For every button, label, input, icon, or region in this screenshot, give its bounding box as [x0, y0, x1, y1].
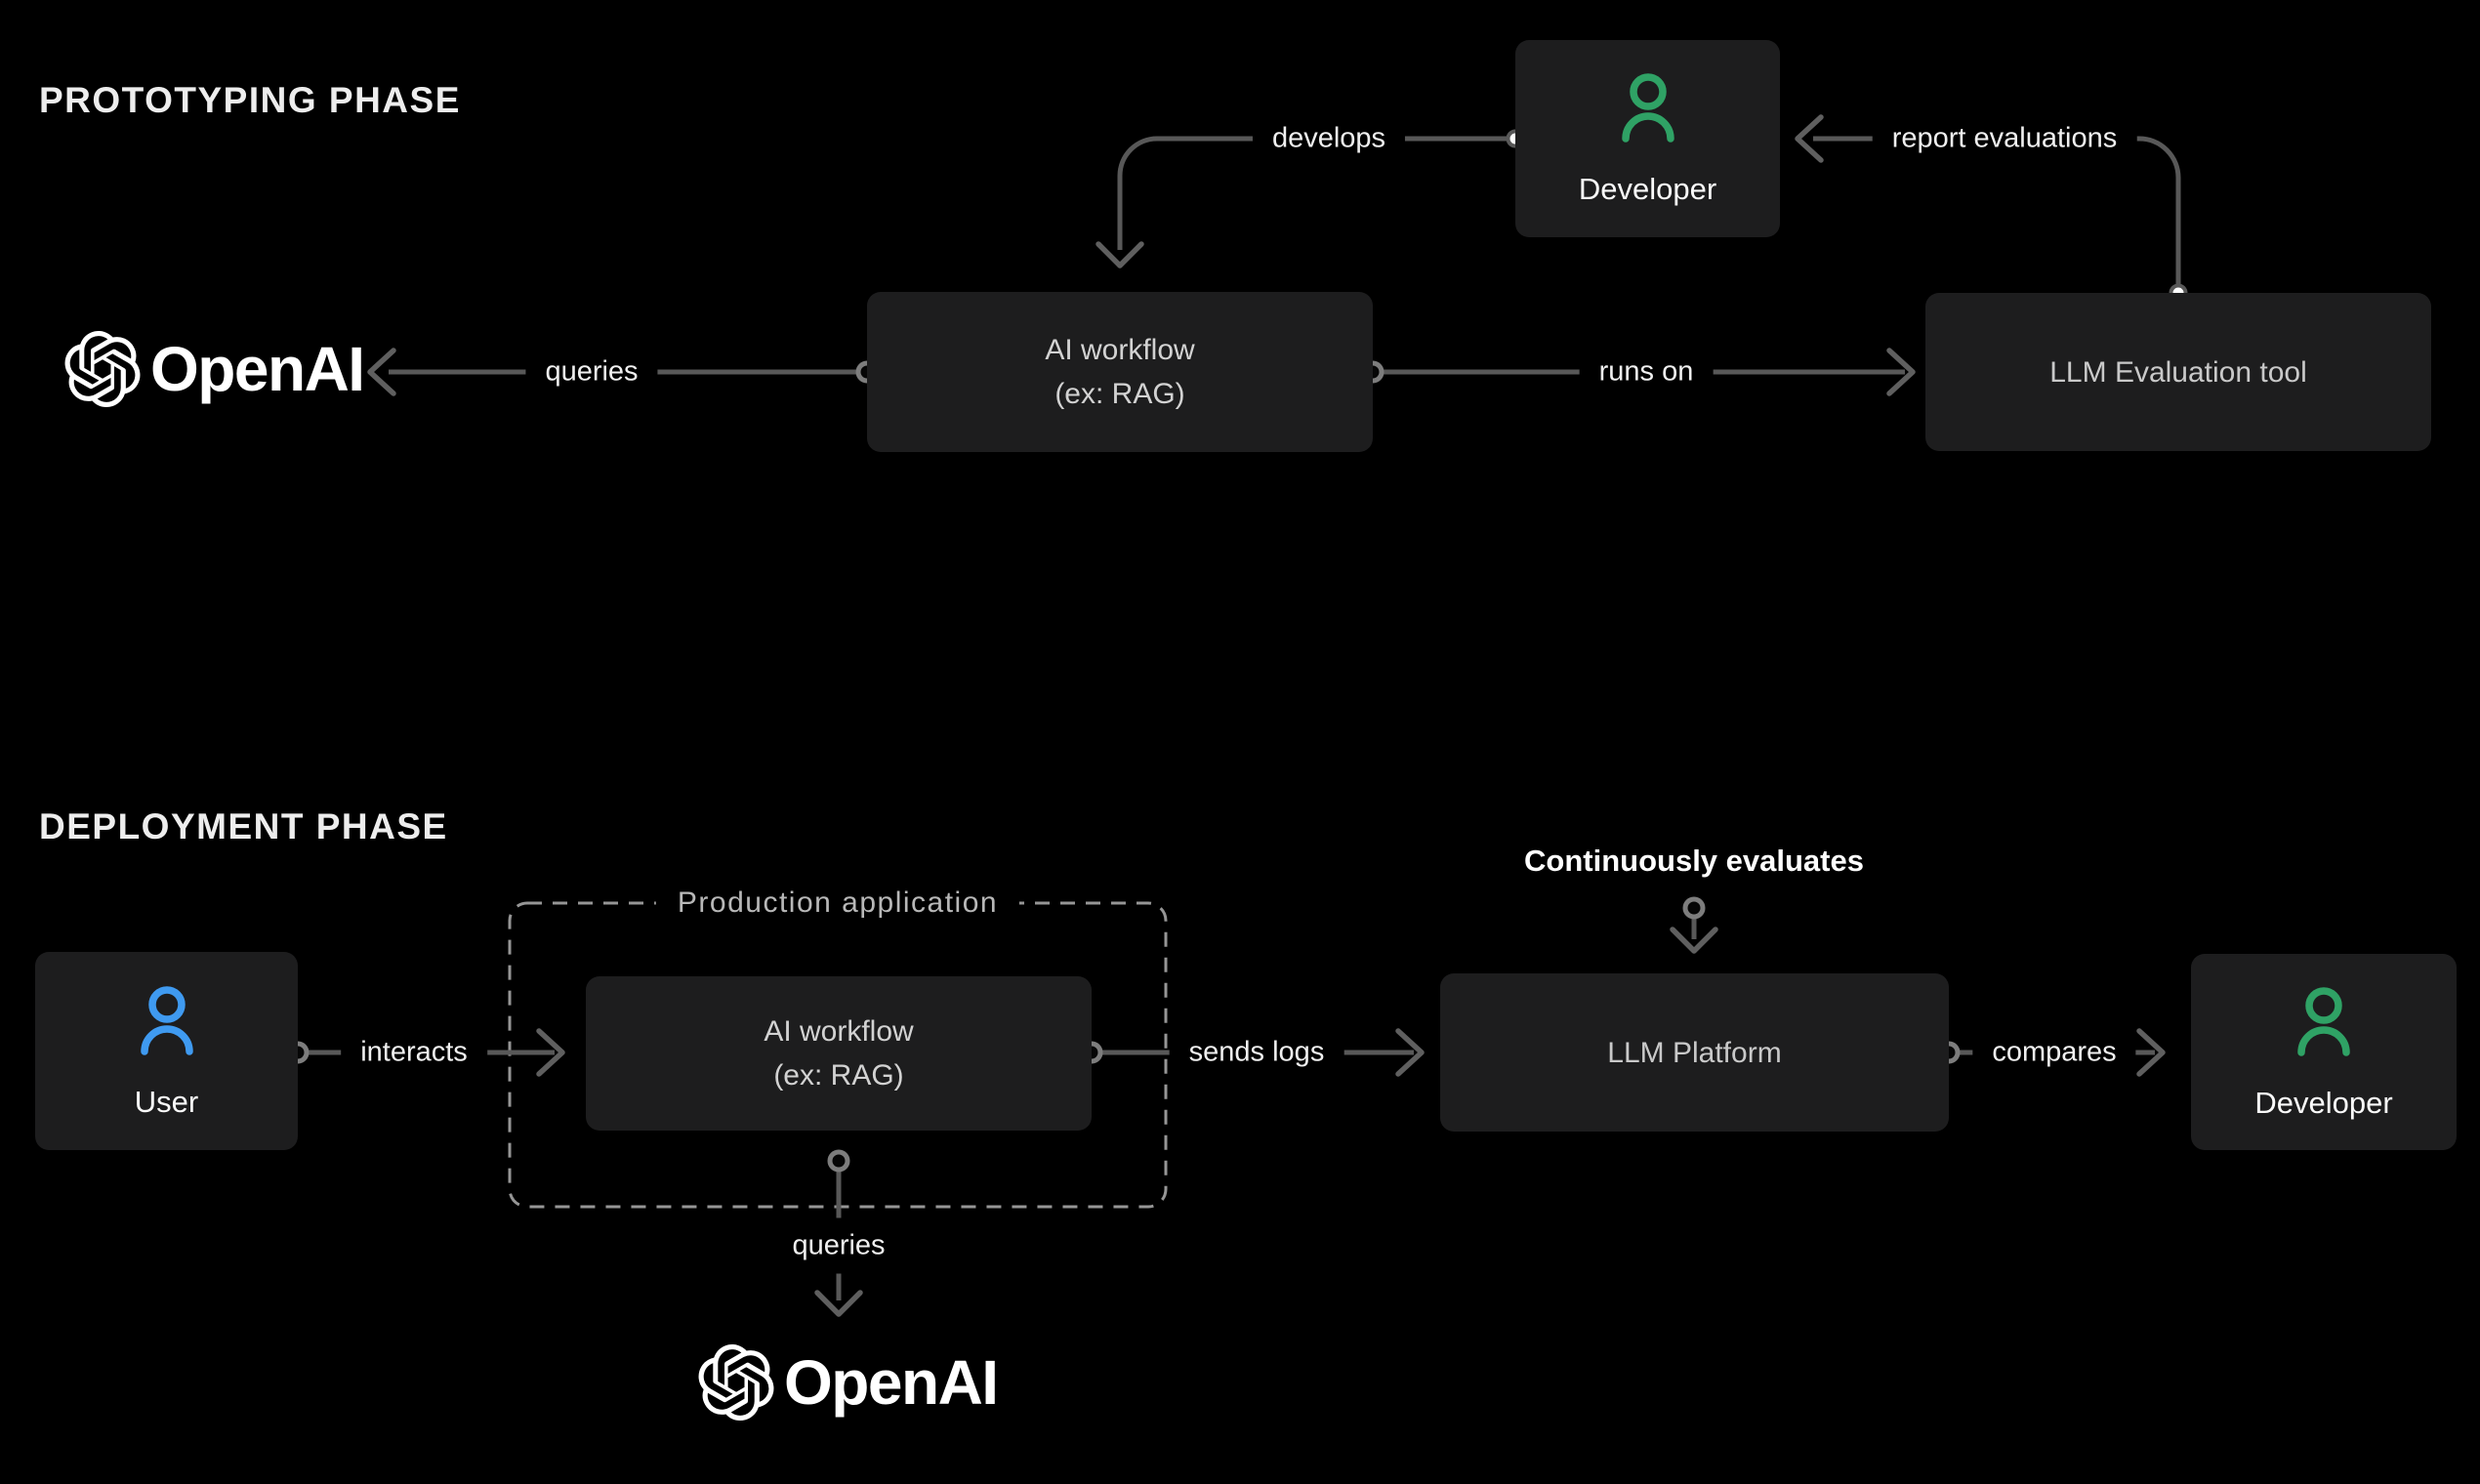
node-llm-evaluation-tool: LLM Evaluation tool — [1925, 293, 2431, 451]
node-llm-platform: LLM Platform — [1440, 973, 1949, 1132]
port-ai-workflow-bottom — [827, 1149, 850, 1173]
arrowhead-continuously-evaluates-icon — [1670, 927, 1718, 954]
prototyping-phase-title: PROTOTYPING PHASE — [39, 80, 461, 120]
continuously-evaluates-label: Continuously evaluates — [1524, 844, 1864, 878]
arrowhead-queries-bottom-icon — [814, 1290, 863, 1317]
edge-label-compares: compares — [1972, 1024, 2136, 1081]
ai-workflow-label-line2: (ex: RAG) — [1054, 378, 1185, 410]
ai-workflow-label-line2: (ex: RAG) — [773, 1059, 904, 1092]
developer-label: Developer — [2254, 1085, 2393, 1120]
edge-label-queries-top: queries — [525, 344, 658, 400]
openai-blossom-icon — [64, 331, 141, 408]
openai-logo-deployment: OpenAI — [698, 1343, 999, 1422]
edge-label-sends-logs: sends logs — [1169, 1024, 1344, 1081]
node-ai-workflow-deployment: AI workflow (ex: RAG) — [586, 976, 1092, 1131]
arrowhead-develops-icon — [1095, 241, 1144, 268]
arrowhead-compares-icon — [2136, 1028, 2166, 1077]
arrowhead-report-evaluations-icon — [1795, 114, 1824, 163]
edge-report-evaluations-line — [1813, 136, 2181, 293]
person-icon — [1621, 73, 1674, 143]
edge-develops-line — [1117, 136, 1515, 250]
edge-label-develops: develops — [1252, 110, 1406, 167]
edge-label-interacts: interacts — [341, 1024, 487, 1081]
user-label: User — [134, 1084, 199, 1119]
openai-wordmark: OpenAI — [150, 334, 365, 404]
port-continuously-evaluates — [1682, 896, 1706, 920]
ai-workflow-label-line1: AI workflow — [764, 1015, 914, 1048]
deployment-phase-title: DEPLOYMENT PHASE — [39, 806, 448, 846]
production-application-label: Production application — [655, 885, 1020, 922]
edge-label-report-evaluations: report evaluations — [1872, 110, 2137, 167]
person-icon — [140, 985, 193, 1055]
person-icon — [2297, 986, 2350, 1056]
arrowhead-queries-top-icon — [367, 348, 396, 396]
openai-wordmark: OpenAI — [784, 1347, 999, 1418]
arrowhead-runs-on-icon — [1886, 348, 1916, 396]
arrowhead-interacts-icon — [536, 1028, 565, 1077]
openai-logo-prototyping: OpenAI — [64, 330, 365, 408]
node-user: User — [35, 952, 298, 1150]
node-ai-workflow-prototyping: AI workflow (ex: RAG) — [867, 292, 1373, 452]
node-developer-deployment: Developer — [2191, 954, 2457, 1150]
llm-evaluation-tool-label: LLM Evaluation tool — [2049, 355, 2307, 389]
edge-label-runs-on: runs on — [1579, 344, 1714, 400]
node-developer-prototyping: Developer — [1515, 40, 1780, 237]
arrowhead-sends-logs-icon — [1395, 1028, 1425, 1077]
ai-workflow-label-line1: AI workflow — [1045, 334, 1195, 366]
llm-platform-label: LLM Platform — [1607, 1036, 1782, 1069]
edge-label-queries-bottom: queries — [772, 1217, 905, 1274]
developer-label: Developer — [1578, 172, 1717, 206]
openai-blossom-icon — [698, 1344, 774, 1422]
